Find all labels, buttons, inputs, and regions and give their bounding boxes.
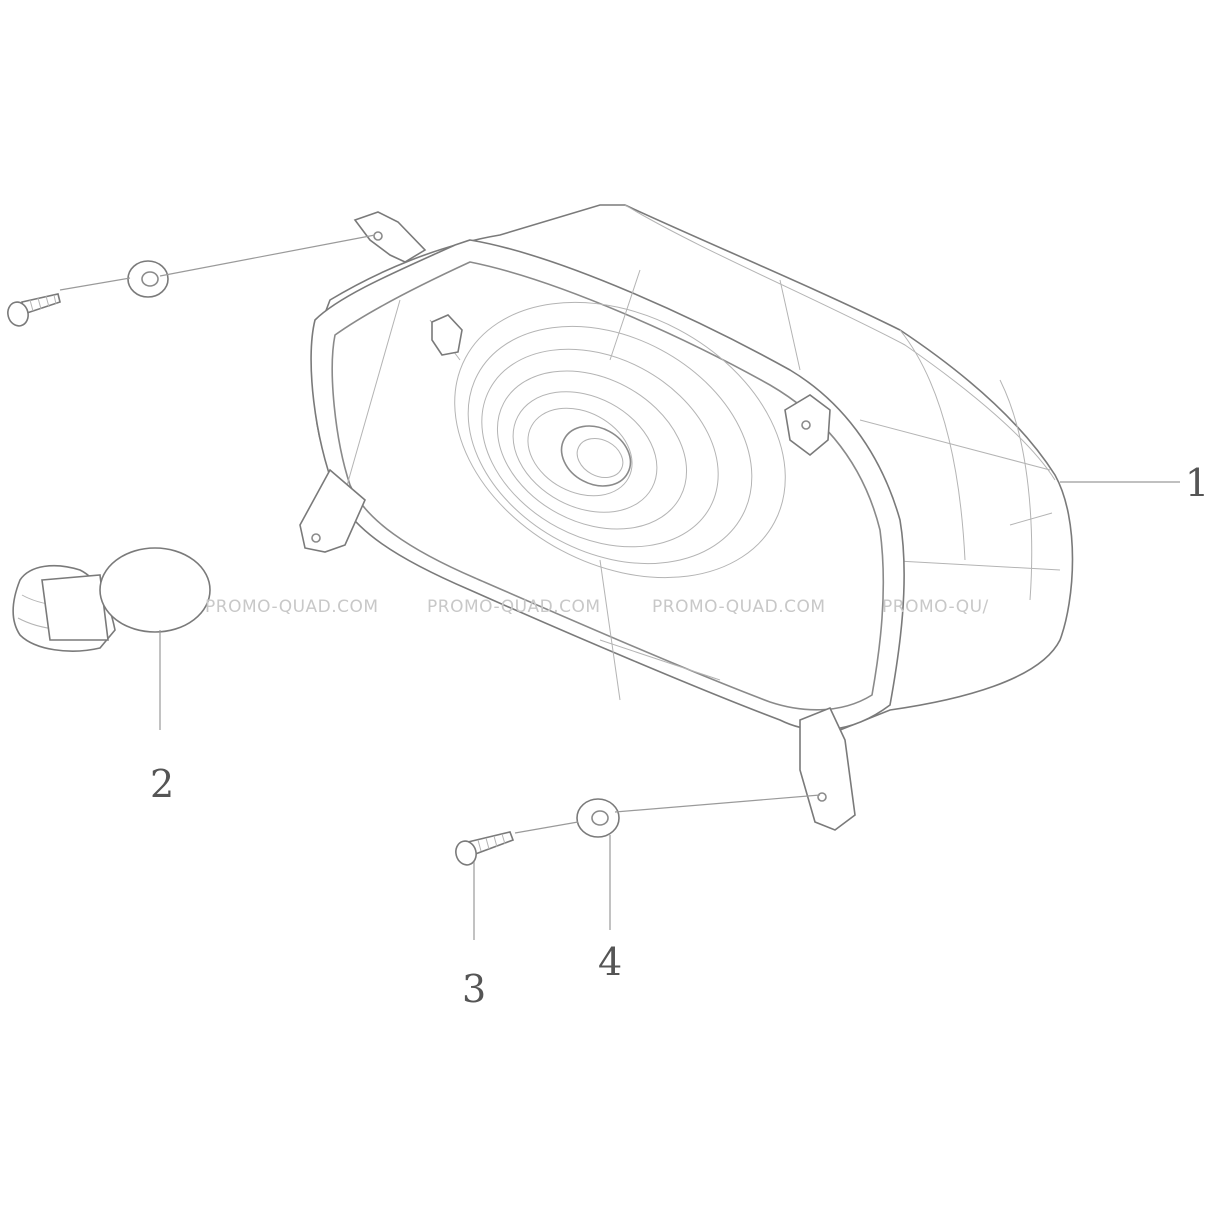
callout-1: 1 bbox=[1185, 461, 1208, 505]
headlight-housing[interactable] bbox=[299, 204, 1074, 831]
watermark-text: PROMO-QUAD.COM bbox=[652, 597, 826, 617]
screw-lower[interactable] bbox=[453, 831, 515, 867]
washer-upper[interactable] bbox=[127, 260, 169, 298]
leader-lines bbox=[59, 234, 1180, 940]
reflector-bowl bbox=[339, 269, 786, 701]
washer-lower[interactable] bbox=[576, 798, 620, 838]
watermark-text: PROMO-QUAD.COM bbox=[427, 597, 601, 617]
callout-3: 3 bbox=[462, 967, 486, 1011]
screw-upper[interactable] bbox=[5, 293, 61, 328]
bulb[interactable] bbox=[12, 547, 211, 652]
callout-4: 4 bbox=[598, 940, 622, 984]
watermark-text: PROMO-QUAD.COM bbox=[205, 597, 379, 617]
watermark-text: PROMO-QU/ bbox=[882, 597, 989, 617]
callout-2: 2 bbox=[150, 762, 174, 806]
